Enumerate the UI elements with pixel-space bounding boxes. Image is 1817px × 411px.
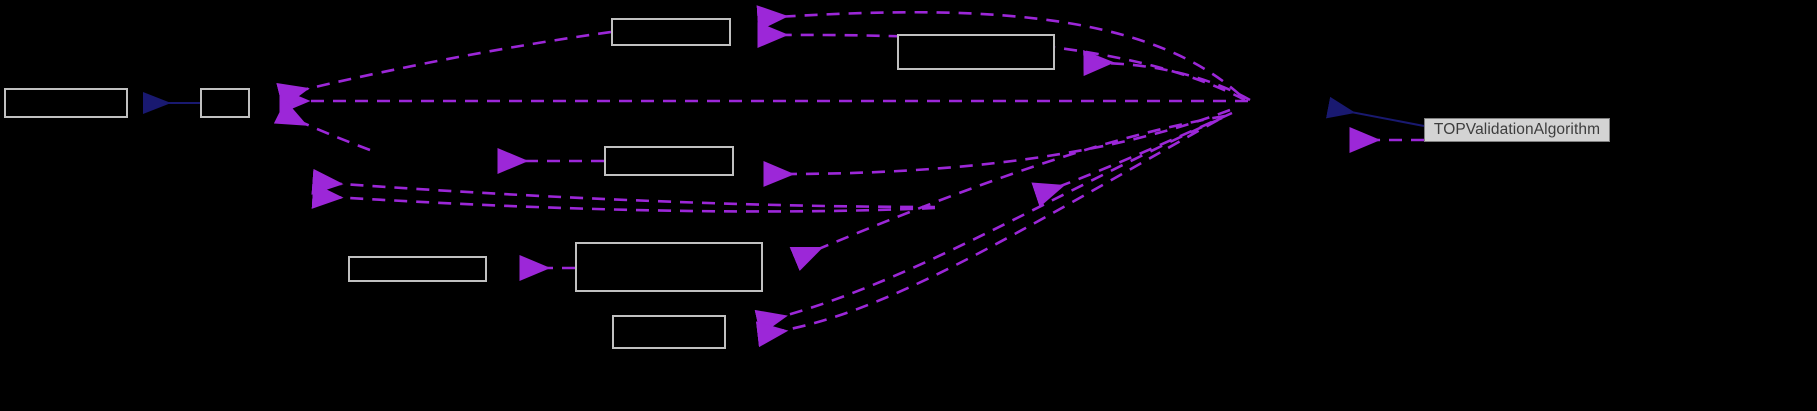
dashed-edge-1 (756, 5, 1241, 96)
dashed-edge-5 (276, 30, 612, 109)
node-mid-center[interactable] (604, 146, 734, 176)
dashed-edge-6 (273, 100, 371, 152)
dashed-edge-14 (754, 116, 1223, 336)
dashed-edge-8 (763, 108, 1231, 187)
dashed-edge-15 (755, 118, 1219, 348)
node-far-left[interactable] (4, 88, 128, 118)
node-top-right[interactable] (897, 34, 1055, 70)
dashed-edge-9 (311, 168, 936, 209)
dashed-edge-13 (789, 114, 1226, 271)
solid-edges (143, 92, 1425, 127)
node-top-center[interactable] (611, 18, 731, 46)
dashed-edge-3 (1083, 50, 1251, 102)
node-bottom-center[interactable] (612, 315, 726, 349)
dashed-edge-10 (311, 182, 936, 213)
node-low-left[interactable] (348, 256, 487, 282)
node-left-small[interactable] (200, 88, 250, 118)
dashed-edges (273, 5, 1424, 348)
dashed-edge-11 (1031, 111, 1233, 208)
node-low-center[interactable] (575, 242, 763, 292)
edge-topvalidationalgorithm-to-hub (1325, 96, 1425, 127)
node-top-validation-algorithm[interactable]: TOPValidationAlgorithm (1424, 118, 1610, 142)
